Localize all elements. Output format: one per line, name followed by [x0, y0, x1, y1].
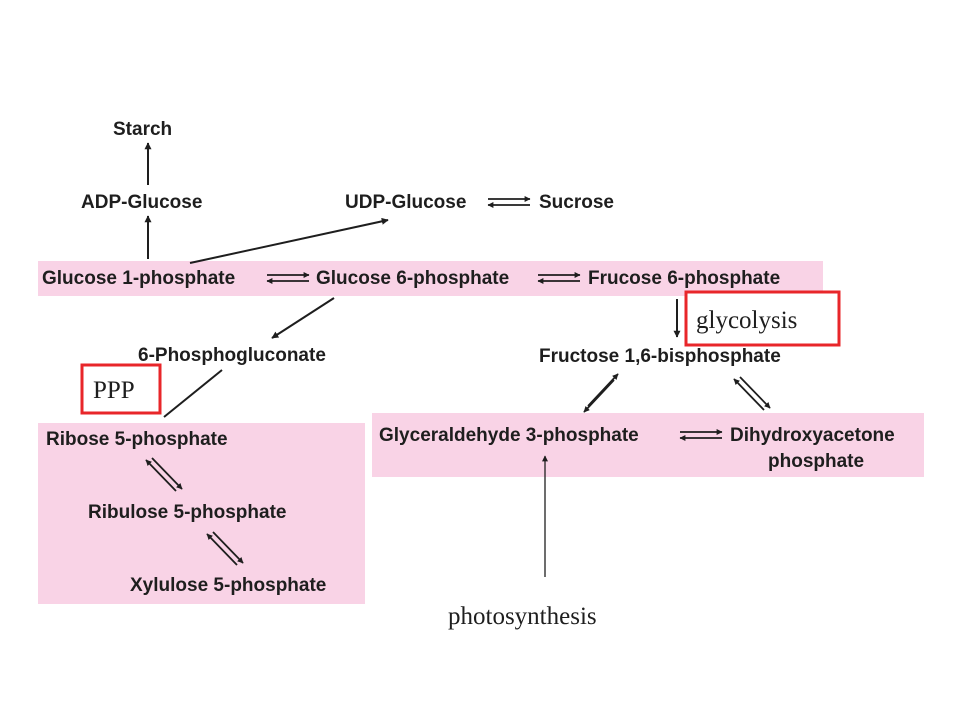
band-triose-phosphates [372, 413, 924, 477]
label-dihydroxyacetone: Dihydroxyacetone [730, 425, 895, 446]
label-glyceraldehyde-3-phosphate: Glyceraldehyde 3-phosphate [379, 425, 639, 446]
label-fructose-6-phosphate: Frucose 6-phosphate [588, 268, 780, 289]
label-xylulose-5-phosphate: Xylulose 5-phosphate [130, 575, 326, 596]
label-sucrose: Sucrose [539, 192, 614, 213]
label-adp-glucose: ADP-Glucose [81, 192, 202, 213]
equilibrium-arrows-icon [206, 531, 244, 566]
label-glucose-1-phosphate: Glucose 1-phosphate [42, 268, 235, 289]
equilibrium-arrows-icon [145, 457, 183, 492]
arrow-glucose-6p-to-6-phosphogluconate [271, 297, 335, 339]
annotation-ppp: PPP [93, 377, 135, 404]
ppp-highlight-box [80, 363, 162, 415]
label-ribose-5-phosphate: Ribose 5-phosphate [46, 429, 228, 450]
label-dihydroxyacetone-phosphate: phosphate [768, 451, 864, 472]
label-udp-glucose: UDP-Glucose [345, 192, 466, 213]
glycolysis-highlight-box [684, 290, 841, 347]
annotation-photosynthesis: photosynthesis [448, 603, 597, 630]
annotation-glycolysis: glycolysis [696, 307, 797, 334]
label-ribulose-5-phosphate: Ribulose 5-phosphate [88, 502, 286, 523]
band-hexose-phosphates [38, 261, 823, 296]
equilibrium-arrows-icon [583, 373, 619, 413]
label-6-phosphogluconate: 6-Phosphogluconate [138, 345, 326, 366]
equilibrium-arrows-icon [679, 429, 723, 441]
band-pentose-phosphates [38, 423, 365, 604]
equilibrium-arrows-icon [487, 196, 531, 208]
equilibrium-arrows-icon [266, 272, 310, 284]
label-glucose-6-phosphate: Glucose 6-phosphate [316, 268, 509, 289]
equilibrium-arrows-icon [537, 272, 581, 284]
arrow-glucose-1p-to-udp-glucose [189, 217, 389, 264]
label-fructose-1-6-bisphosphate: Fructose 1,6-bisphosphate [539, 346, 781, 367]
equilibrium-arrows-icon [733, 376, 771, 411]
label-starch: Starch [113, 119, 172, 140]
arrow-6-phosphogluconate-to-ribose-5p [163, 369, 223, 418]
